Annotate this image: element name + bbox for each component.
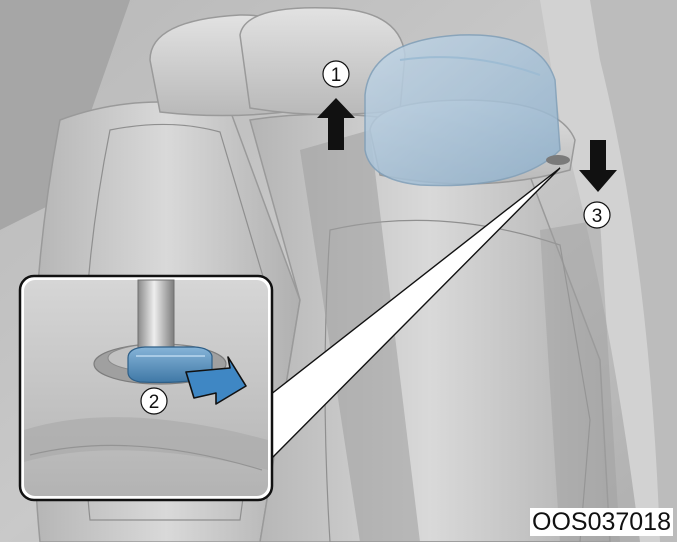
figure-code: OOS037018 [530,508,673,536]
step-1-label: 1 [331,65,342,86]
headrest-center [239,6,406,116]
step-2-marker [140,387,168,415]
left-door-panel [0,0,130,230]
callout-wedge-outline [269,167,561,461]
arrow-press-icon [185,356,247,405]
c-pillar-shadow [590,0,677,542]
detail-inset [18,274,274,502]
headrest-highlight [399,56,541,76]
headrest-guide-hole [546,155,570,165]
arrow-up-icon [317,98,355,150]
headrest-right-raised [364,34,561,187]
arrow-down-icon [579,140,617,192]
step-1-marker [322,60,350,88]
step-3-marker [583,201,611,229]
seat-seam-right [324,219,591,542]
step-2-label: 2 [149,392,160,413]
seat-belt-strap-right [540,220,620,542]
step-3-label: 3 [592,206,603,227]
